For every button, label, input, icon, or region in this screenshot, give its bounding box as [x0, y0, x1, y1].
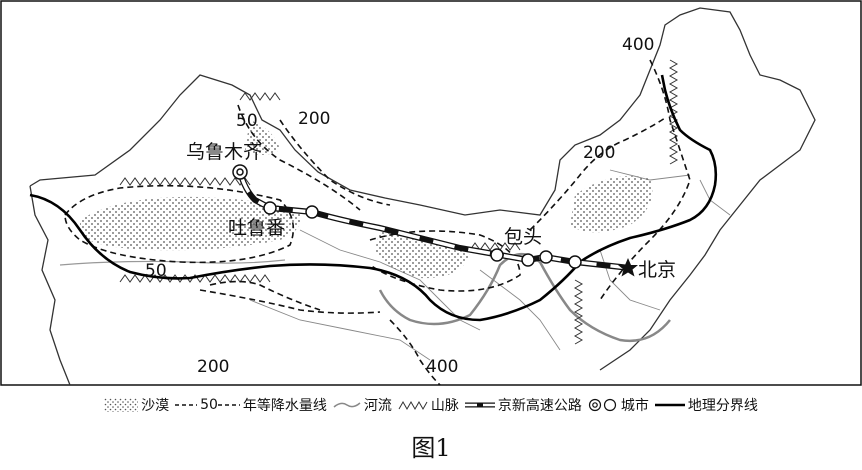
isohyet-50-north [237, 104, 361, 211]
geographic-boundary [29, 74, 718, 322]
city-icon [588, 398, 617, 412]
isohyet-swatch-right [217, 404, 240, 406]
city-hohhot-marker [539, 250, 553, 264]
legend-river: 河流 [333, 395, 392, 415]
river-swatch [333, 402, 361, 408]
desert-east [570, 176, 653, 233]
legend-isohyet-value: 50 [200, 397, 218, 413]
desert-gobi [375, 230, 470, 279]
legend: 沙漠 50 年等降水量线 河流 山脉 京新高速公路 城市 地理分界线 [0, 390, 862, 420]
river-yellow [378, 253, 671, 343]
mountain-taihang [573, 279, 584, 345]
city-label-turpan: 吐鲁番 [228, 217, 285, 239]
figure-caption: 图1 [411, 434, 451, 462]
isohyet-label-50-west: 50 [145, 261, 167, 281]
isohyet-label-200-ne: 200 [583, 143, 615, 163]
legend-boundary-label: 地理分界线 [687, 398, 758, 414]
city-hami-marker [305, 205, 319, 219]
isohyet-50-west [64, 184, 295, 264]
legend-mountain-label: 山脉 [430, 398, 459, 414]
legend-isohyet: 50 年等降水量线 [175, 395, 327, 415]
city-label-urumqi: 乌鲁木齐 [186, 141, 262, 163]
city-baotou-marker [521, 253, 535, 267]
mountain-tianshan [119, 177, 251, 186]
legend-city: 城市 [588, 395, 649, 415]
city-jining-marker [568, 255, 582, 269]
legend-desert: 沙漠 [104, 395, 169, 415]
legend-mountain: 山脉 [398, 395, 459, 415]
boundary-swatch [654, 403, 685, 407]
isohyet-label-50-north: 50 [236, 111, 258, 131]
mountain-altai [239, 92, 281, 101]
desert-junggar [245, 120, 280, 155]
isohyet-50-lower [209, 280, 321, 311]
isohyet-label-400-s: 400 [426, 357, 458, 377]
legend-boundary: 地理分界线 [654, 395, 758, 415]
city-urumqi-marker [232, 164, 248, 180]
isohyet-200-nw [279, 119, 391, 206]
city-linhe-marker [490, 248, 504, 262]
legend-desert-label: 沙漠 [141, 398, 170, 414]
isohyet-swatch [175, 404, 198, 406]
highway-white-base [237, 171, 631, 271]
city-label-baotou: 包头 [504, 226, 542, 248]
isohyet-label-400-ne: 400 [622, 35, 654, 55]
city-label-beijing: 北京 [638, 259, 676, 281]
legend-isohyet-label: 年等降水量线 [242, 398, 327, 414]
legend-city-label: 城市 [620, 398, 649, 414]
highway-swatch [464, 402, 495, 408]
isohyet-label-200-sw: 200 [197, 357, 229, 377]
map-border [0, 0, 862, 386]
mountain-daxinganling [668, 59, 679, 165]
isohyet-label-200-nw: 200 [298, 109, 330, 129]
legend-river-label: 河流 [363, 398, 392, 414]
mountain-icon [398, 400, 428, 411]
city-beijing-star [618, 258, 638, 277]
isohyet-400-south [389, 319, 441, 386]
territory-outline [29, 7, 816, 371]
isohyet-200-sw [199, 289, 381, 314]
desert-tarim [80, 196, 301, 251]
map-frame: 乌鲁木齐 吐鲁番 包头 北京 400 200 50 200 50 200 400 [0, 0, 862, 386]
city-turpan-marker [263, 201, 277, 215]
territory-outline-west [29, 185, 71, 386]
isohyet-200-ne [529, 117, 666, 231]
desert-swatch [104, 398, 139, 412]
isohyet-200-east-loop [369, 230, 521, 292]
legend-highway: 京新高速公路 [464, 395, 582, 415]
mountain-yinshan [469, 242, 521, 251]
legend-highway-label: 京新高速公路 [497, 398, 582, 414]
